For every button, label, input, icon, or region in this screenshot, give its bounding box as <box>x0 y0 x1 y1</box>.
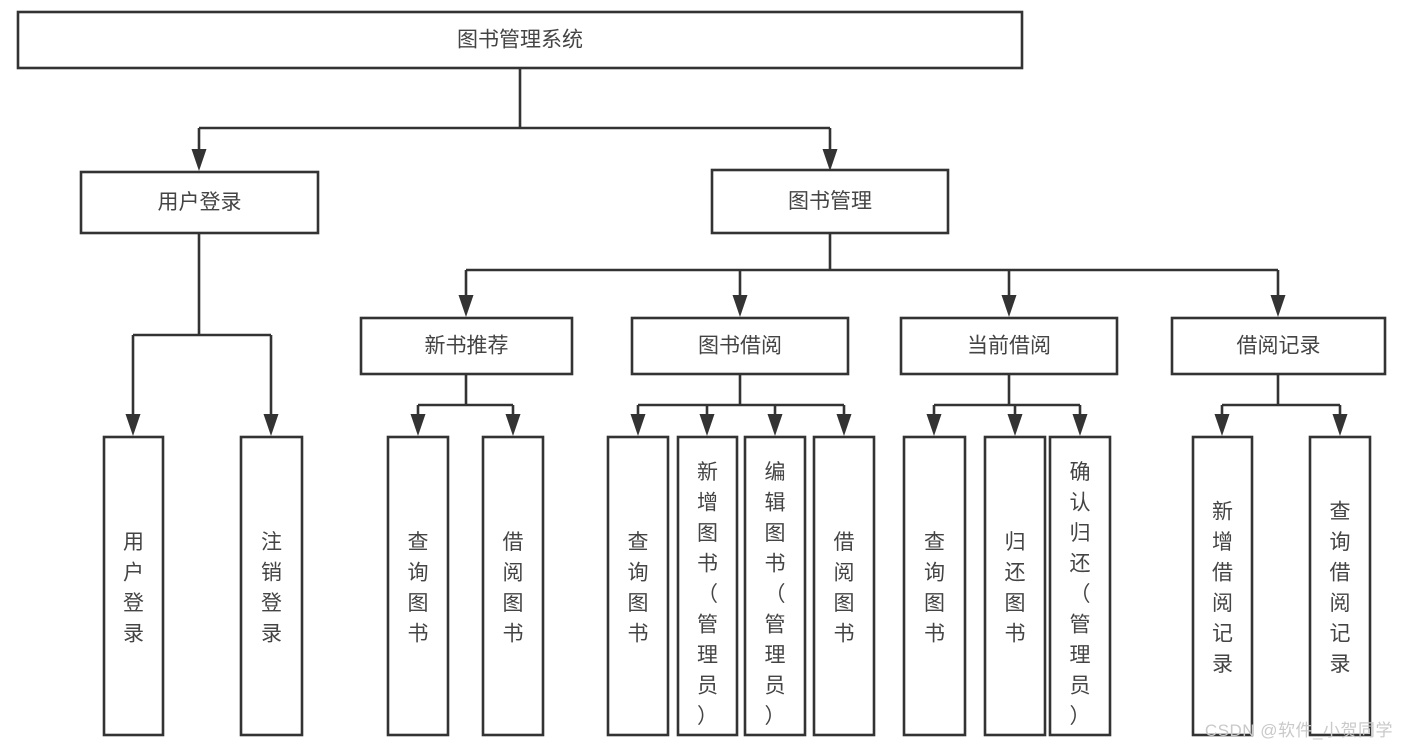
node-label-leaf-query-book-borrow: 查询图书 <box>628 531 649 646</box>
arrow-head-icon <box>767 414 783 436</box>
node-box-leaf-borrow-book[interactable] <box>812 435 876 737</box>
node-leaf-edit-book[interactable]: 编辑图书（管理员） <box>743 435 807 737</box>
arrow-head-icon <box>822 149 838 171</box>
node-book-borrow[interactable]: 图书借阅 <box>630 316 850 376</box>
node-user-login[interactable]: 用户登录 <box>79 170 320 235</box>
node-leaf-add-book[interactable]: 新增图书（管理员） <box>676 435 739 737</box>
arrow-head-icon <box>191 149 207 171</box>
node-leaf-query-book-current[interactable]: 查询图书 <box>902 435 967 737</box>
node-leaf-borrow-book[interactable]: 借阅图书 <box>812 435 876 737</box>
node-label-leaf-confirm-return: 确认归还（管理员） <box>1070 461 1091 728</box>
arrow-head-icon <box>1214 414 1230 436</box>
arrow-head-icon <box>836 414 852 436</box>
node-label-current-borrow: 当前借阅 <box>967 335 1051 358</box>
node-box-book-management[interactable] <box>710 168 950 235</box>
arrow-head-icon <box>263 414 279 436</box>
node-label-leaf-user-logout: 注销登录 <box>261 531 282 646</box>
node-leaf-confirm-return[interactable]: 确认归还（管理员） <box>1048 435 1112 737</box>
node-leaf-query-book-borrow[interactable]: 查询图书 <box>606 435 670 737</box>
node-root[interactable]: 图书管理系统 <box>16 10 1024 70</box>
node-label-book-borrow: 图书借阅 <box>698 335 782 358</box>
node-box-leaf-return-book[interactable] <box>983 435 1047 737</box>
node-label-leaf-user-login: 用户登录 <box>123 531 144 646</box>
arrow-head-icon <box>458 295 474 317</box>
node-box-leaf-edit-book[interactable] <box>743 435 807 737</box>
connectors-layer <box>125 68 1348 436</box>
node-label-leaf-edit-book: 编辑图书（管理员） <box>765 461 786 728</box>
node-box-borrow-record[interactable] <box>1170 316 1387 376</box>
arrow-head-icon <box>1270 295 1286 317</box>
connector-group-book-borrow-to-leaves <box>630 374 852 436</box>
node-box-leaf-query-book-rec[interactable] <box>386 435 450 737</box>
arrow-head-icon <box>1001 295 1017 317</box>
node-label-leaf-add-record: 新增借阅记录 <box>1212 500 1233 676</box>
node-label-leaf-query-record: 查询借阅记录 <box>1330 500 1351 676</box>
node-label-leaf-add-book: 新增图书（管理员） <box>697 461 718 728</box>
connector-group-book-mgmt-to-level3 <box>458 233 1286 317</box>
arrow-head-icon <box>505 414 521 436</box>
connector-group-borrow-record-to-leaves <box>1214 374 1348 436</box>
arrow-head-icon <box>732 295 748 317</box>
arrow-head-icon <box>410 414 426 436</box>
node-box-current-borrow[interactable] <box>899 316 1119 376</box>
node-leaf-return-book[interactable]: 归还图书 <box>983 435 1047 737</box>
node-label-book-management: 图书管理 <box>788 190 872 213</box>
node-box-leaf-user-logout[interactable] <box>239 435 304 737</box>
node-label-leaf-query-book-rec: 查询图书 <box>408 531 429 646</box>
connector-group-current-borrow-to-leaves <box>926 374 1088 436</box>
connector-group-user-login-to-leaves <box>125 233 279 436</box>
node-leaf-borrow-book-rec[interactable]: 借阅图书 <box>481 435 545 737</box>
node-current-borrow[interactable]: 当前借阅 <box>899 316 1119 376</box>
watermark-label: CSDN @软件_小贺同学 <box>1204 721 1393 740</box>
node-label-user-login: 用户登录 <box>158 191 242 214</box>
nodes-layer: 图书管理系统用户登录图书管理新书推荐图书借阅当前借阅借阅记录用户登录注销登录查询… <box>16 10 1387 737</box>
connector-group-root-to-level2 <box>191 68 838 171</box>
node-label-leaf-borrow-book-rec: 借阅图书 <box>503 531 524 646</box>
node-box-leaf-query-book-borrow[interactable] <box>606 435 670 737</box>
node-box-book-borrow[interactable] <box>630 316 850 376</box>
node-box-new-book-recommend[interactable] <box>359 316 574 376</box>
node-label-root: 图书管理系统 <box>457 29 583 52</box>
node-label-leaf-return-book: 归还图书 <box>1005 531 1026 646</box>
node-box-leaf-query-book-current[interactable] <box>902 435 967 737</box>
node-box-leaf-confirm-return[interactable] <box>1048 435 1112 737</box>
arrow-head-icon <box>699 414 715 436</box>
node-leaf-query-record[interactable]: 查询借阅记录 <box>1308 435 1372 737</box>
connector-group-new-book-to-leaves <box>410 374 521 436</box>
node-box-leaf-query-record[interactable] <box>1308 435 1372 737</box>
arrow-head-icon <box>1072 414 1088 436</box>
arrow-head-icon <box>125 414 141 436</box>
node-box-leaf-borrow-book-rec[interactable] <box>481 435 545 737</box>
node-box-leaf-user-login[interactable] <box>102 435 165 737</box>
node-leaf-query-book-rec[interactable]: 查询图书 <box>386 435 450 737</box>
node-new-book-recommend[interactable]: 新书推荐 <box>359 316 574 376</box>
node-box-user-login[interactable] <box>79 170 320 235</box>
arrow-head-icon <box>630 414 646 436</box>
node-label-leaf-query-book-current: 查询图书 <box>924 531 945 646</box>
node-label-borrow-record: 借阅记录 <box>1237 335 1321 358</box>
node-leaf-user-login[interactable]: 用户登录 <box>102 435 165 737</box>
node-leaf-user-logout[interactable]: 注销登录 <box>239 435 304 737</box>
arrow-head-icon <box>1007 414 1023 436</box>
node-label-leaf-borrow-book: 借阅图书 <box>834 531 855 646</box>
node-borrow-record[interactable]: 借阅记录 <box>1170 316 1387 376</box>
node-leaf-add-record[interactable]: 新增借阅记录 <box>1191 435 1254 737</box>
arrow-head-icon <box>926 414 942 436</box>
node-label-new-book-recommend: 新书推荐 <box>425 335 509 358</box>
node-book-management[interactable]: 图书管理 <box>710 168 950 235</box>
node-box-leaf-add-record[interactable] <box>1191 435 1254 737</box>
arrow-head-icon <box>1332 414 1348 436</box>
node-box-leaf-add-book[interactable] <box>676 435 739 737</box>
node-box-root[interactable] <box>16 10 1024 70</box>
